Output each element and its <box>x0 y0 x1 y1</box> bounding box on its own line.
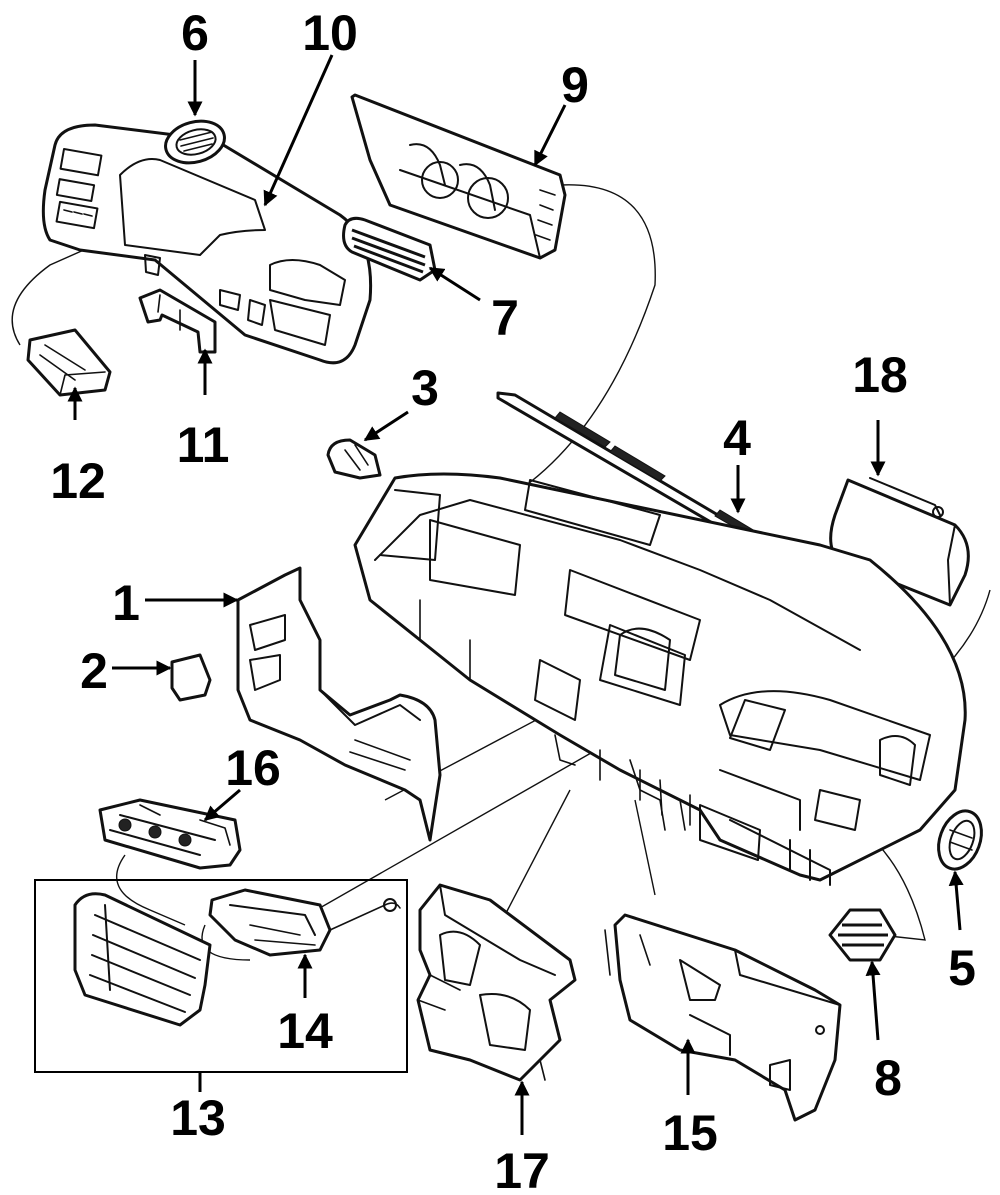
part-10-cluster-bezel <box>41 123 373 365</box>
callout-18: 18 <box>852 347 908 403</box>
callout-12: 12 <box>50 453 106 509</box>
callout-9: 9 <box>561 57 589 113</box>
part-12-switch-bracket <box>26 328 112 397</box>
callout-17: 17 <box>494 1143 550 1195</box>
callout-1: 1 <box>112 575 140 631</box>
part-14-climate-control-head <box>208 888 401 957</box>
part-11-bracket <box>138 288 217 354</box>
callout-10: 10 <box>302 5 358 61</box>
part-17-center-bracket <box>416 883 577 1082</box>
part-2-cover <box>170 653 212 702</box>
callout-16: 16 <box>225 740 281 796</box>
callout-2: 2 <box>80 643 108 699</box>
part-18-passenger-airbag <box>829 477 970 607</box>
callout-8: 8 <box>874 1050 902 1106</box>
part-15-lower-panel <box>604 913 842 1122</box>
part-16-control-switch <box>98 798 242 870</box>
callout-15: 15 <box>662 1105 718 1161</box>
part-1-lower-side-panel <box>236 566 442 842</box>
part-5-side-air-vent <box>937 809 983 871</box>
callout-14: 14 <box>277 1003 333 1059</box>
main-instrument-panel <box>353 472 967 886</box>
callout-labels: 6 10 9 7 12 11 3 4 18 1 2 16 5 8 14 13 1… <box>50 5 976 1195</box>
callout-6: 6 <box>181 5 209 61</box>
callout-4: 4 <box>723 410 751 466</box>
callout-arrows <box>67 54 964 1135</box>
part-6-round-air-vent <box>164 119 226 165</box>
callout-5: 5 <box>948 940 976 996</box>
part-3-clip <box>326 438 382 480</box>
callout-7: 7 <box>491 290 519 346</box>
callout-11: 11 <box>177 417 230 473</box>
part-9-cluster-hood <box>350 93 567 260</box>
part-8-square-air-vent <box>828 908 897 962</box>
callout-3: 3 <box>411 360 439 416</box>
part-13-kit-box <box>34 879 408 1073</box>
callout-13: 13 <box>170 1090 226 1146</box>
